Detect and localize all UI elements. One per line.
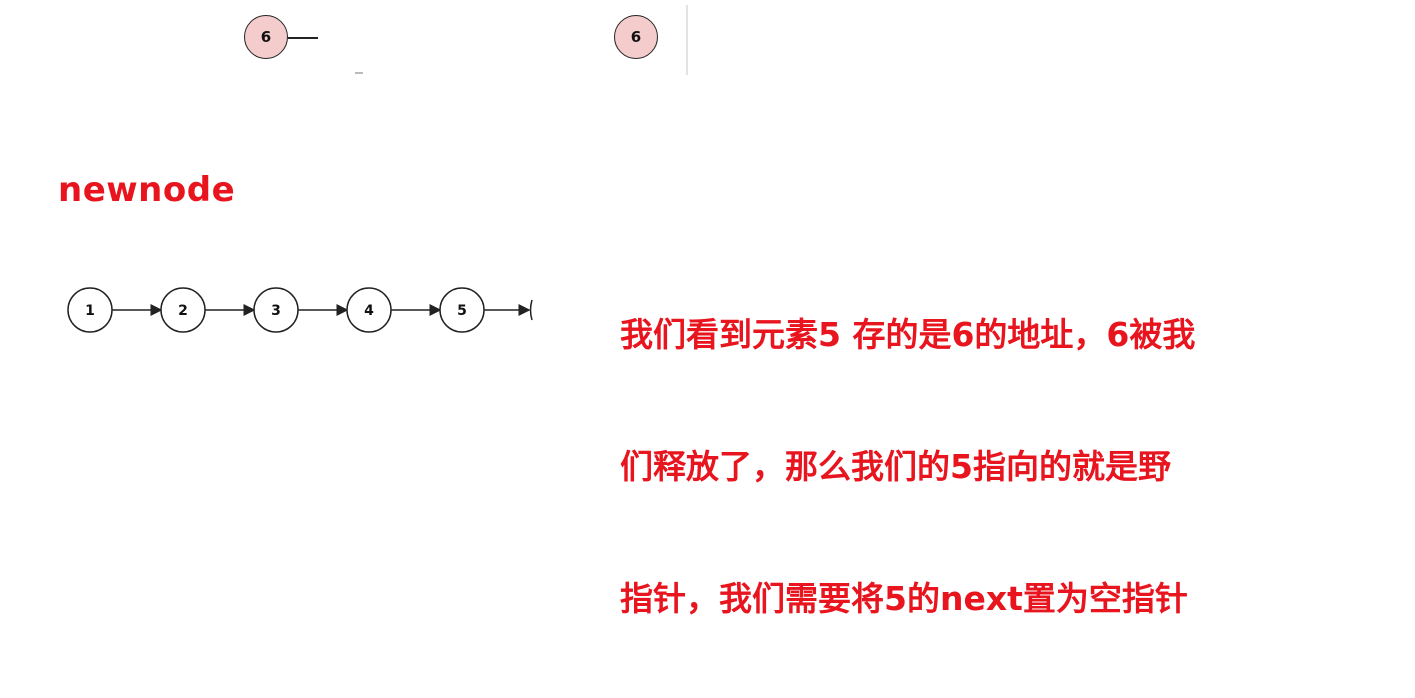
node-6-right-label: 6 (630, 28, 642, 46)
cropped-node-edge (529, 299, 533, 321)
list-node-label: 2 (178, 303, 188, 319)
newnode-heading: newnode (58, 170, 236, 210)
node-6-right: 6 (614, 15, 658, 59)
list-node-5: 5 (439, 287, 485, 333)
list-node-2: 2 (160, 287, 206, 333)
list-node-4: 4 (346, 287, 392, 333)
linked-list-diagram: 1 2 3 4 5 (60, 280, 538, 340)
list-node-label: 1 (85, 303, 95, 319)
linked-list-svg: 1 2 3 4 5 (67, 287, 533, 333)
node-6-left: 6 (244, 15, 288, 59)
note-line-2: 们释放了，那么我们的5指向的就是野 (620, 447, 1171, 486)
list-node-label: 3 (271, 303, 281, 319)
node-6-stub-pointer (288, 37, 318, 39)
explanation-note: 我们看到元素5 存的是6的地址，6被我 们释放了，那么我们的5指向的就是野 指针… (620, 236, 1320, 698)
list-node-label: 4 (364, 303, 374, 319)
crop-tick-mark (355, 72, 363, 74)
node-6-left-label: 6 (260, 28, 272, 46)
list-node-1: 1 (67, 287, 113, 333)
list-node-3: 3 (253, 287, 299, 333)
list-node-label: 5 (457, 303, 467, 319)
note-line-1: 我们看到元素5 存的是6的地址，6被我 (620, 315, 1196, 354)
vertical-divider (686, 5, 688, 75)
note-line-3: 指针，我们需要将5的next置为空指针 (620, 579, 1188, 618)
